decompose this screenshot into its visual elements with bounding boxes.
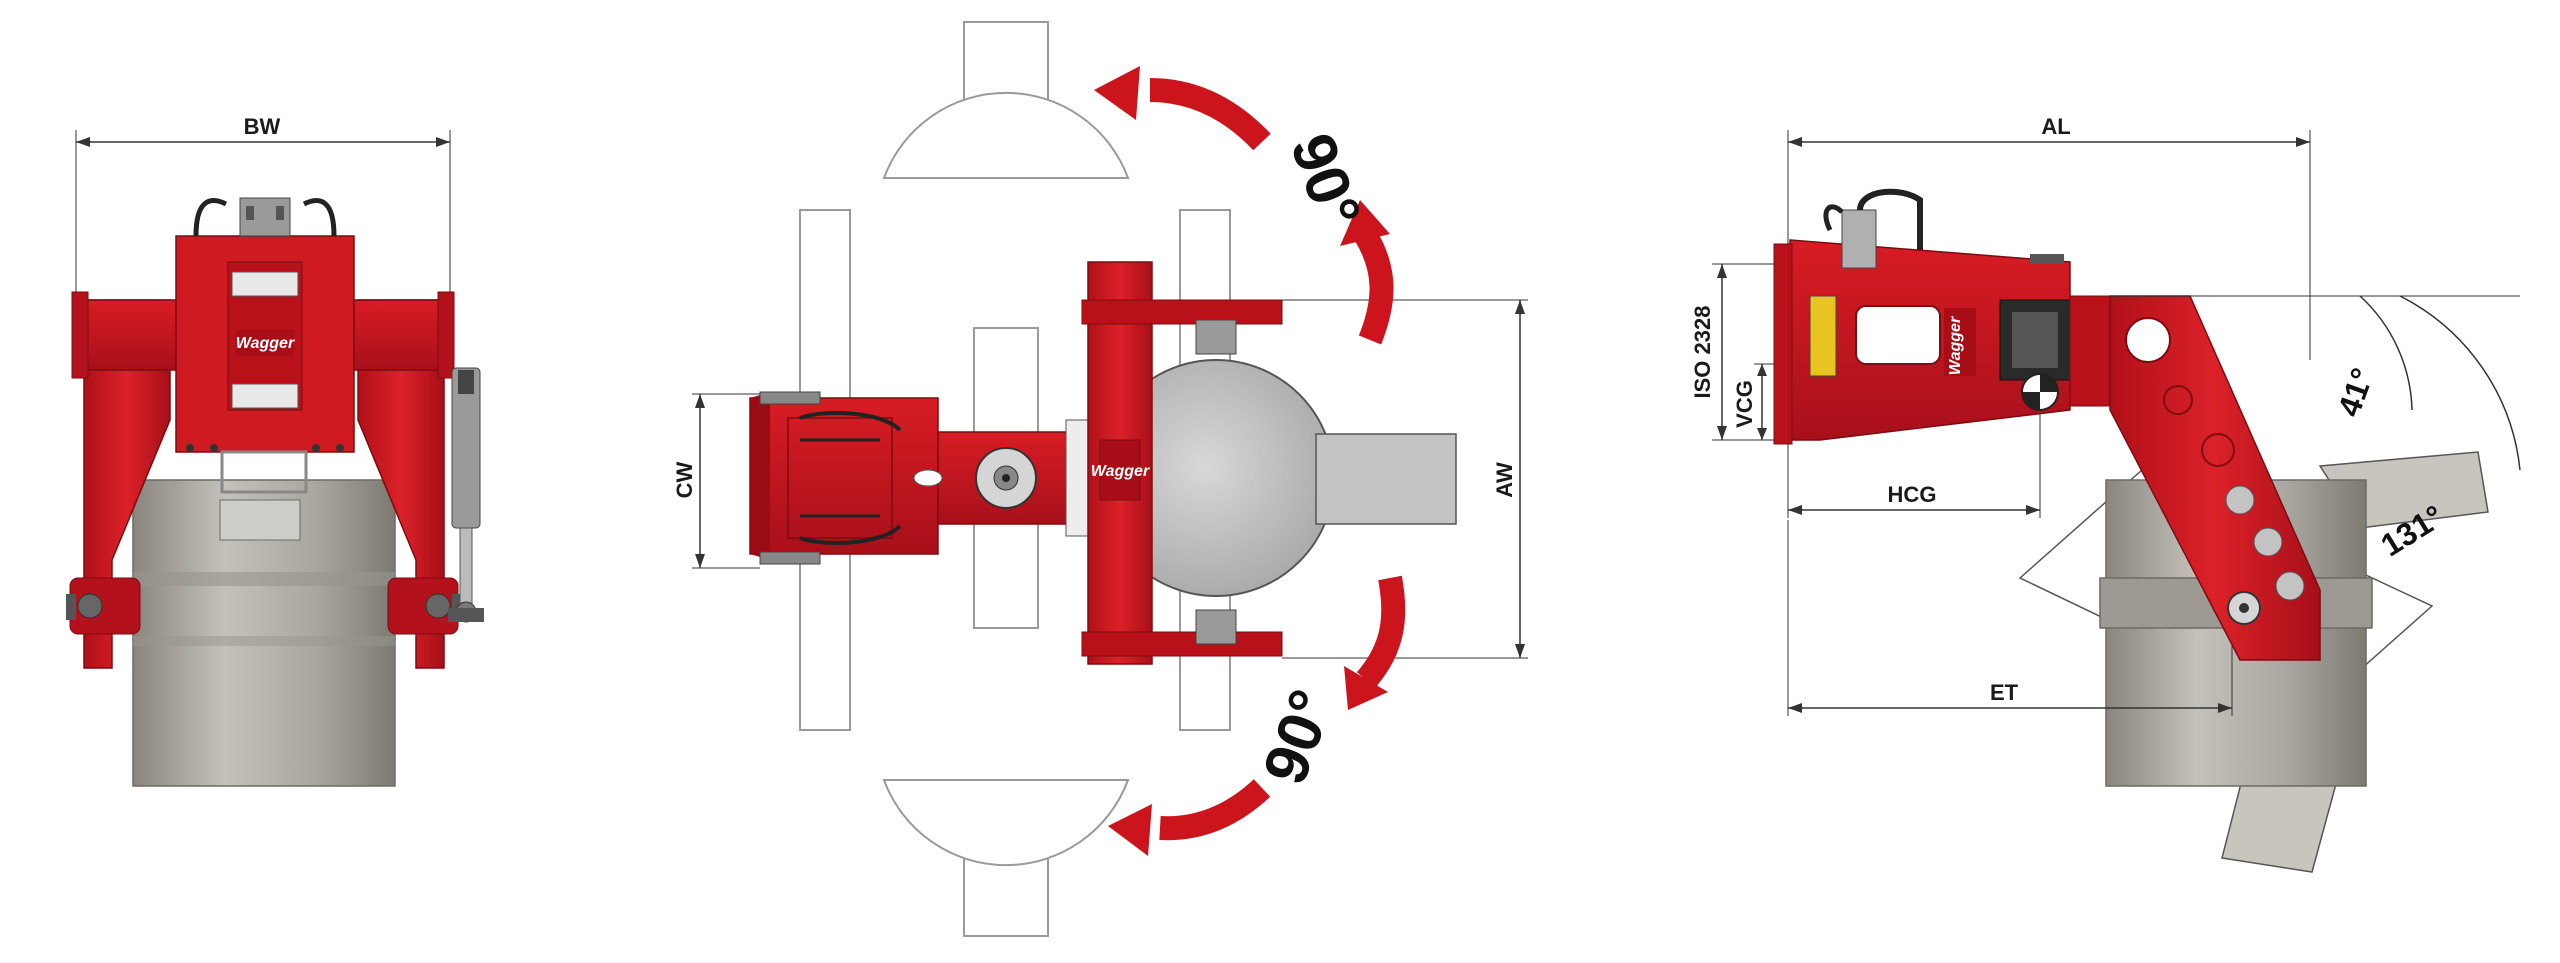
top-brand-logo: Wagger <box>1091 463 1150 480</box>
top-view: Wagger CW AW 90° <box>672 21 1528 937</box>
top-outrigger-arm <box>1315 433 1457 525</box>
angle-swing: 131° <box>2375 295 2521 563</box>
front-center-plate: Wagger <box>175 197 355 494</box>
bw-label: BW <box>244 114 281 139</box>
tilt-angle-label: 41° <box>2330 363 2380 421</box>
front-side-cylinder <box>448 367 484 623</box>
top-main-body <box>749 391 1107 565</box>
dimension-bw: BW <box>75 114 451 360</box>
al-label: AL <box>2041 114 2070 139</box>
dimension-cw: CW <box>672 393 760 569</box>
front-brand-logo: Wagger <box>236 335 295 352</box>
dimension-vcg: VCG <box>1732 363 1790 440</box>
et-label: ET <box>1990 680 2019 705</box>
front-cylinder <box>132 479 396 787</box>
dimension-aw: AW <box>1282 299 1528 659</box>
dimension-hcg: HCG <box>1787 380 2041 518</box>
iso-label: ISO 2328 <box>1690 306 1715 399</box>
vcg-label: VCG <box>1732 380 1757 428</box>
side-view: AL ISO 2328 VCG HCG <box>1690 114 2521 873</box>
aw-label: AW <box>1492 462 1517 498</box>
side-carriage: Wagger <box>1773 188 2071 445</box>
dimension-iso: ISO 2328 <box>1690 263 1790 441</box>
front-view: BW Wag <box>66 114 484 787</box>
dimension-al: AL <box>1787 114 2311 360</box>
cw-label: CW <box>672 461 697 498</box>
top-vertical-beam: Wagger <box>1081 261 1283 665</box>
side-swing-arm <box>2069 295 2321 661</box>
dimension-et: ET <box>1787 520 2233 716</box>
side-brand-logo: Wagger <box>1947 316 1964 375</box>
hcg-label: HCG <box>1888 482 1937 507</box>
rotation-bottom-label: 90° <box>1250 681 1347 793</box>
